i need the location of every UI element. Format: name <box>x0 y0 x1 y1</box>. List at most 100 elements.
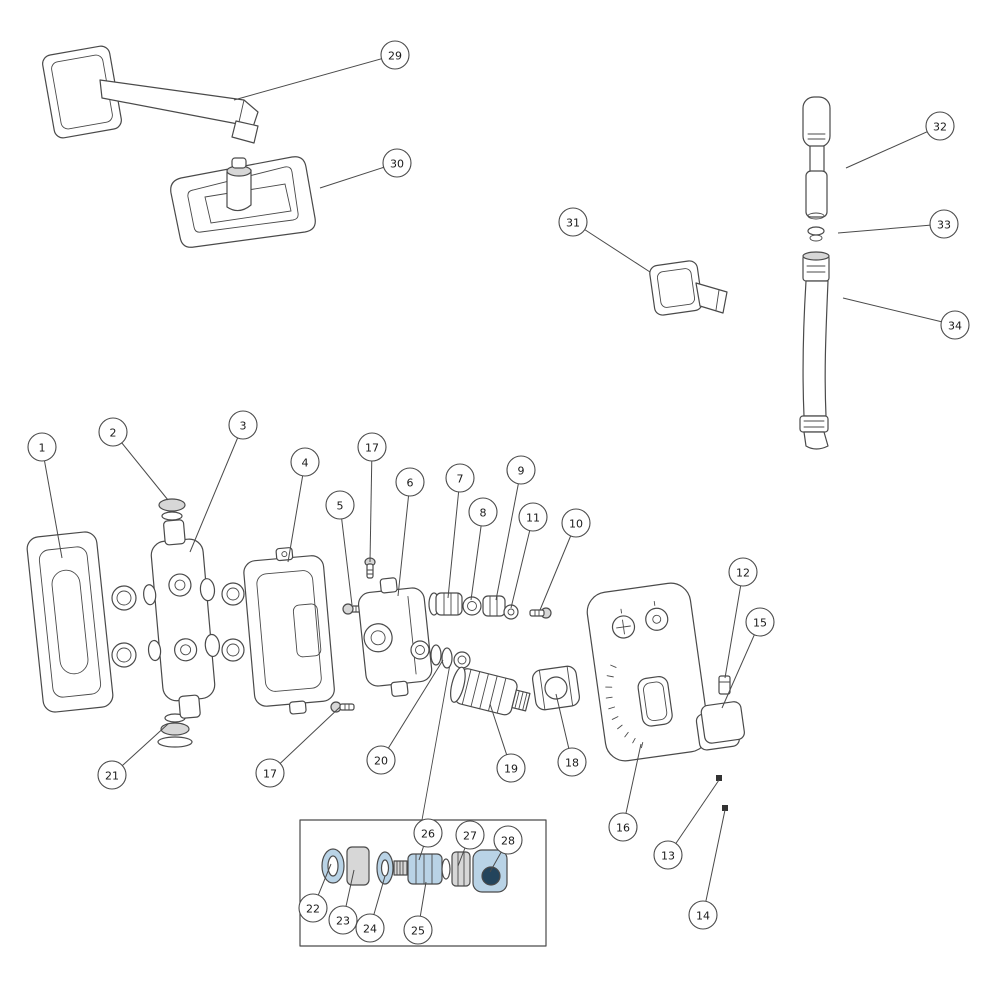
callout-5 <box>325 490 355 520</box>
leader-line-34 <box>842 297 956 326</box>
washer <box>441 858 451 880</box>
o-ring-pair-mid <box>221 582 245 662</box>
callout-number-27: 27 <box>463 830 477 843</box>
rough-in-plate <box>26 531 114 713</box>
trim-plate <box>586 582 710 762</box>
leader-line-11 <box>510 516 534 609</box>
detail-reference-line <box>421 663 451 821</box>
callout-number-7: 7 <box>457 473 464 486</box>
cartridge-parts-bottom <box>410 640 471 669</box>
sleeve <box>346 846 370 886</box>
leader-line-14 <box>702 809 726 916</box>
callout-22 <box>298 893 328 923</box>
callout-number-9: 9 <box>518 465 525 478</box>
callout-2 <box>98 417 128 447</box>
callout-34 <box>940 310 970 340</box>
leader-line-7 <box>447 477 461 599</box>
callout-number-26: 26 <box>421 828 435 841</box>
callout-8 <box>468 497 498 527</box>
callout-1 <box>27 432 57 462</box>
leader-line-6 <box>397 481 411 597</box>
hand-shower-wand <box>802 96 831 220</box>
callout-21 <box>97 760 127 790</box>
callout-number-24: 24 <box>363 923 377 936</box>
callout-number-11: 11 <box>526 512 540 525</box>
leader-line-31 <box>572 221 651 273</box>
callout-number-14: 14 <box>696 910 710 923</box>
callout-19 <box>496 753 526 783</box>
callout-number-4: 4 <box>302 457 309 470</box>
callout-number-8: 8 <box>480 507 487 520</box>
callout-number-18: 18 <box>565 757 579 770</box>
shower-head <box>170 156 316 248</box>
callout-number-15: 15 <box>753 617 767 630</box>
tiny-screw-14 <box>722 805 728 811</box>
callout-number-5: 5 <box>337 500 344 513</box>
callout-number-19: 19 <box>504 763 518 776</box>
thermostatic-cartridge <box>450 666 531 716</box>
callout-6 <box>395 467 425 497</box>
leader-line-33 <box>837 223 945 234</box>
shower-hose <box>799 251 830 450</box>
callout-4 <box>290 447 320 477</box>
callout-number-29: 29 <box>388 50 402 63</box>
callout-number-16: 16 <box>616 822 630 835</box>
tiny-screw-13 <box>716 775 722 781</box>
callout-31 <box>558 207 588 237</box>
leader-line-4 <box>287 461 306 563</box>
leader-line-10 <box>539 522 577 611</box>
leader-line-3 <box>189 424 244 553</box>
callout-20 <box>366 745 396 775</box>
callout-11 <box>518 502 548 532</box>
callout-number-32: 32 <box>933 121 947 134</box>
callout-27 <box>455 820 485 850</box>
callout-number-17: 17 <box>263 768 277 781</box>
o-ring-pair-left <box>111 585 137 668</box>
callout-3 <box>228 410 258 440</box>
callout-24 <box>355 913 385 943</box>
wall-supply-elbow <box>649 260 728 316</box>
callout-10 <box>561 508 591 538</box>
temperature-scale-ticks <box>605 664 644 749</box>
leader-line-17 <box>269 706 341 774</box>
callout-number-33: 33 <box>937 219 951 232</box>
cap-top <box>158 498 186 521</box>
callout-9 <box>506 455 536 485</box>
screw-bottom <box>330 701 355 713</box>
callout-12 <box>728 557 758 587</box>
callout-number-31: 31 <box>566 217 580 230</box>
callout-15 <box>745 607 775 637</box>
callout-number-13: 13 <box>661 850 675 863</box>
callout-25 <box>403 915 433 945</box>
collar <box>451 851 471 887</box>
leader-line-5 <box>339 504 353 606</box>
callout-33 <box>929 209 959 239</box>
callout-number-20: 20 <box>374 755 388 768</box>
mounting-nut <box>531 665 581 711</box>
callout-number-30: 30 <box>390 158 404 171</box>
valve-body <box>357 577 433 697</box>
leader-line-8 <box>470 511 484 601</box>
cap-bottom <box>157 713 193 748</box>
callout-29 <box>380 40 410 70</box>
leader-line-13 <box>667 779 720 856</box>
leader-line-1 <box>41 446 63 559</box>
leader-line-17 <box>369 446 373 563</box>
callout-number-12: 12 <box>736 567 750 580</box>
callout-number-17: 17 <box>365 442 379 455</box>
callout-number-34: 34 <box>948 320 962 333</box>
callout-16 <box>608 812 638 842</box>
callout-number-2: 2 <box>110 427 117 440</box>
callout-23 <box>328 905 358 935</box>
callout-number-6: 6 <box>407 477 414 490</box>
handle-knob <box>695 701 745 751</box>
leader-line-32 <box>845 125 941 169</box>
callout-7 <box>445 463 475 493</box>
hose-washer <box>807 226 825 242</box>
valve-core <box>407 853 443 885</box>
callout-28 <box>493 825 523 855</box>
callout-number-28: 28 <box>501 835 515 848</box>
